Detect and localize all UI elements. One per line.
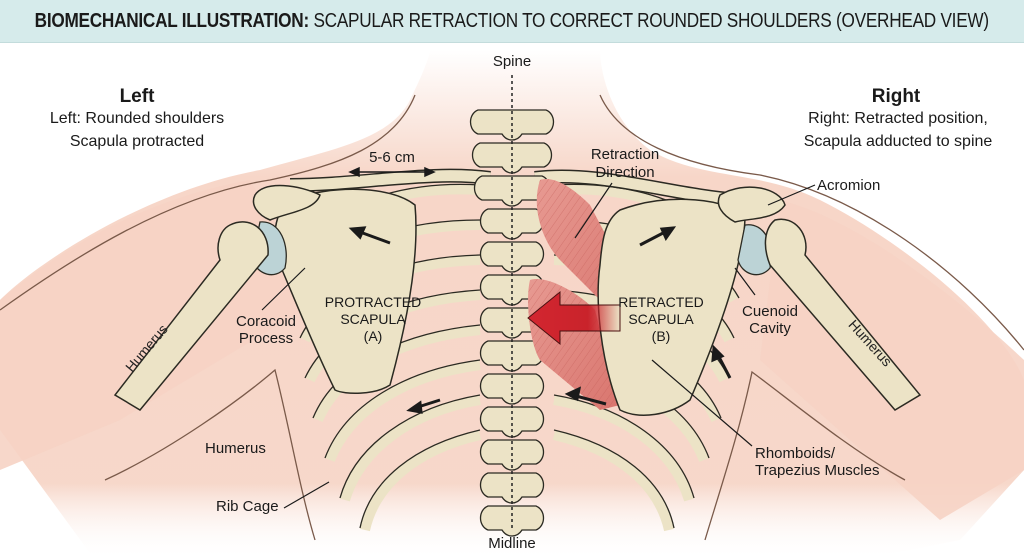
title-bold: BIOMECHANICAL ILLUSTRATION: bbox=[34, 9, 310, 32]
muscles-label-line1: Rhomboids/ bbox=[755, 445, 836, 462]
acromion-label: Acromion bbox=[817, 177, 881, 194]
motion-arrows bbox=[348, 226, 732, 414]
right-acromion bbox=[717, 186, 786, 223]
left-desc-line1: Left: Rounded shoulders bbox=[49, 110, 225, 127]
right-heading: Right bbox=[871, 86, 921, 107]
left-desc-line2: Scapula protracted bbox=[69, 133, 205, 150]
retracted-label-line1: RETRACTED bbox=[618, 294, 704, 310]
retracted-label-line3: (B) bbox=[651, 328, 671, 344]
vertebra bbox=[479, 472, 545, 504]
right-desc-line1: Right: Retracted position, bbox=[808, 110, 988, 127]
left-heading: Left bbox=[119, 86, 155, 107]
title-bar: BIOMECHANICAL ILLUSTRATION: SCAPULAR RET… bbox=[0, 0, 1024, 43]
vertebra bbox=[479, 406, 545, 438]
protracted-label-line2: SCAPULA bbox=[340, 311, 406, 327]
retraction-arrow bbox=[527, 290, 621, 346]
left-humerus bbox=[113, 221, 269, 411]
muscles-label-line2: Trapezius Muscles bbox=[755, 462, 880, 479]
left-acromion bbox=[252, 184, 321, 221]
right-desc-line2: Scapula adducted to spine bbox=[803, 133, 993, 150]
humerus-label: Humerus bbox=[205, 440, 266, 457]
glenoid-label-line1: Cuenoid bbox=[742, 303, 798, 320]
midline-label: Midline bbox=[488, 535, 536, 552]
protracted-label-line1: PROTRACTED bbox=[324, 294, 422, 310]
distance-arrow bbox=[348, 166, 436, 178]
skin-outline-right bbox=[599, 94, 1024, 351]
retraction-direction-line1: Retraction bbox=[590, 146, 660, 163]
glenoid-label-line2: Cavity bbox=[749, 320, 791, 337]
right-humerus bbox=[764, 218, 922, 411]
protracted-label-line3: (A) bbox=[363, 328, 383, 344]
coracoid-label-line2: Process bbox=[238, 330, 294, 347]
coracoid-label-line1: Coracoid bbox=[235, 313, 297, 330]
distance-label: 5-6 cm bbox=[369, 149, 415, 166]
vertebra bbox=[471, 142, 553, 174]
armpit-left bbox=[104, 368, 316, 541]
rib-cage-label: Rib Cage bbox=[216, 498, 279, 515]
retraction-direction-line2: Direction bbox=[595, 164, 655, 181]
page-title: BIOMECHANICAL ILLUSTRATION: SCAPULAR RET… bbox=[35, 10, 989, 33]
retracted-label-line2: SCAPULA bbox=[628, 311, 694, 327]
title-rest: SCAPULAR RETRACTION TO CORRECT ROUNDED S… bbox=[309, 9, 990, 32]
right-glenoid bbox=[737, 224, 772, 276]
spine-label: Spine bbox=[492, 53, 532, 70]
armpit-right bbox=[704, 370, 906, 541]
skin-outline-left bbox=[0, 94, 416, 311]
leader-lines bbox=[261, 182, 816, 509]
